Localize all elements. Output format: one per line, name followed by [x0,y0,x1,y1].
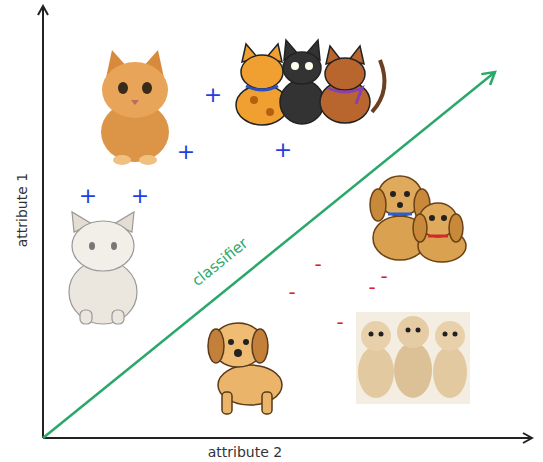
cartoon-puppy [208,323,282,414]
axis-label: attribute 1 [15,173,29,247]
minus-sign: - [368,277,375,297]
axis-label: attribute 2 [208,445,282,459]
plus-sign: + [131,185,149,207]
kitten-orange [101,50,169,165]
cartoon-dogs [370,176,466,262]
plus-sign: + [79,185,97,207]
puppies-photo [356,312,470,404]
cartoon-cats [236,40,385,125]
classifier-label: classifier [190,235,251,288]
classifier-line [43,72,495,438]
kitten-white [69,212,137,324]
y-axis [42,6,44,438]
minus-sign: - [336,312,343,332]
minus-sign: - [288,282,295,302]
plus-sign: + [177,141,195,163]
x-axis [43,437,532,439]
minus-sign: - [380,266,387,286]
plus-sign: + [204,84,222,106]
minus-sign: - [314,254,321,274]
plus-sign: + [274,139,292,161]
